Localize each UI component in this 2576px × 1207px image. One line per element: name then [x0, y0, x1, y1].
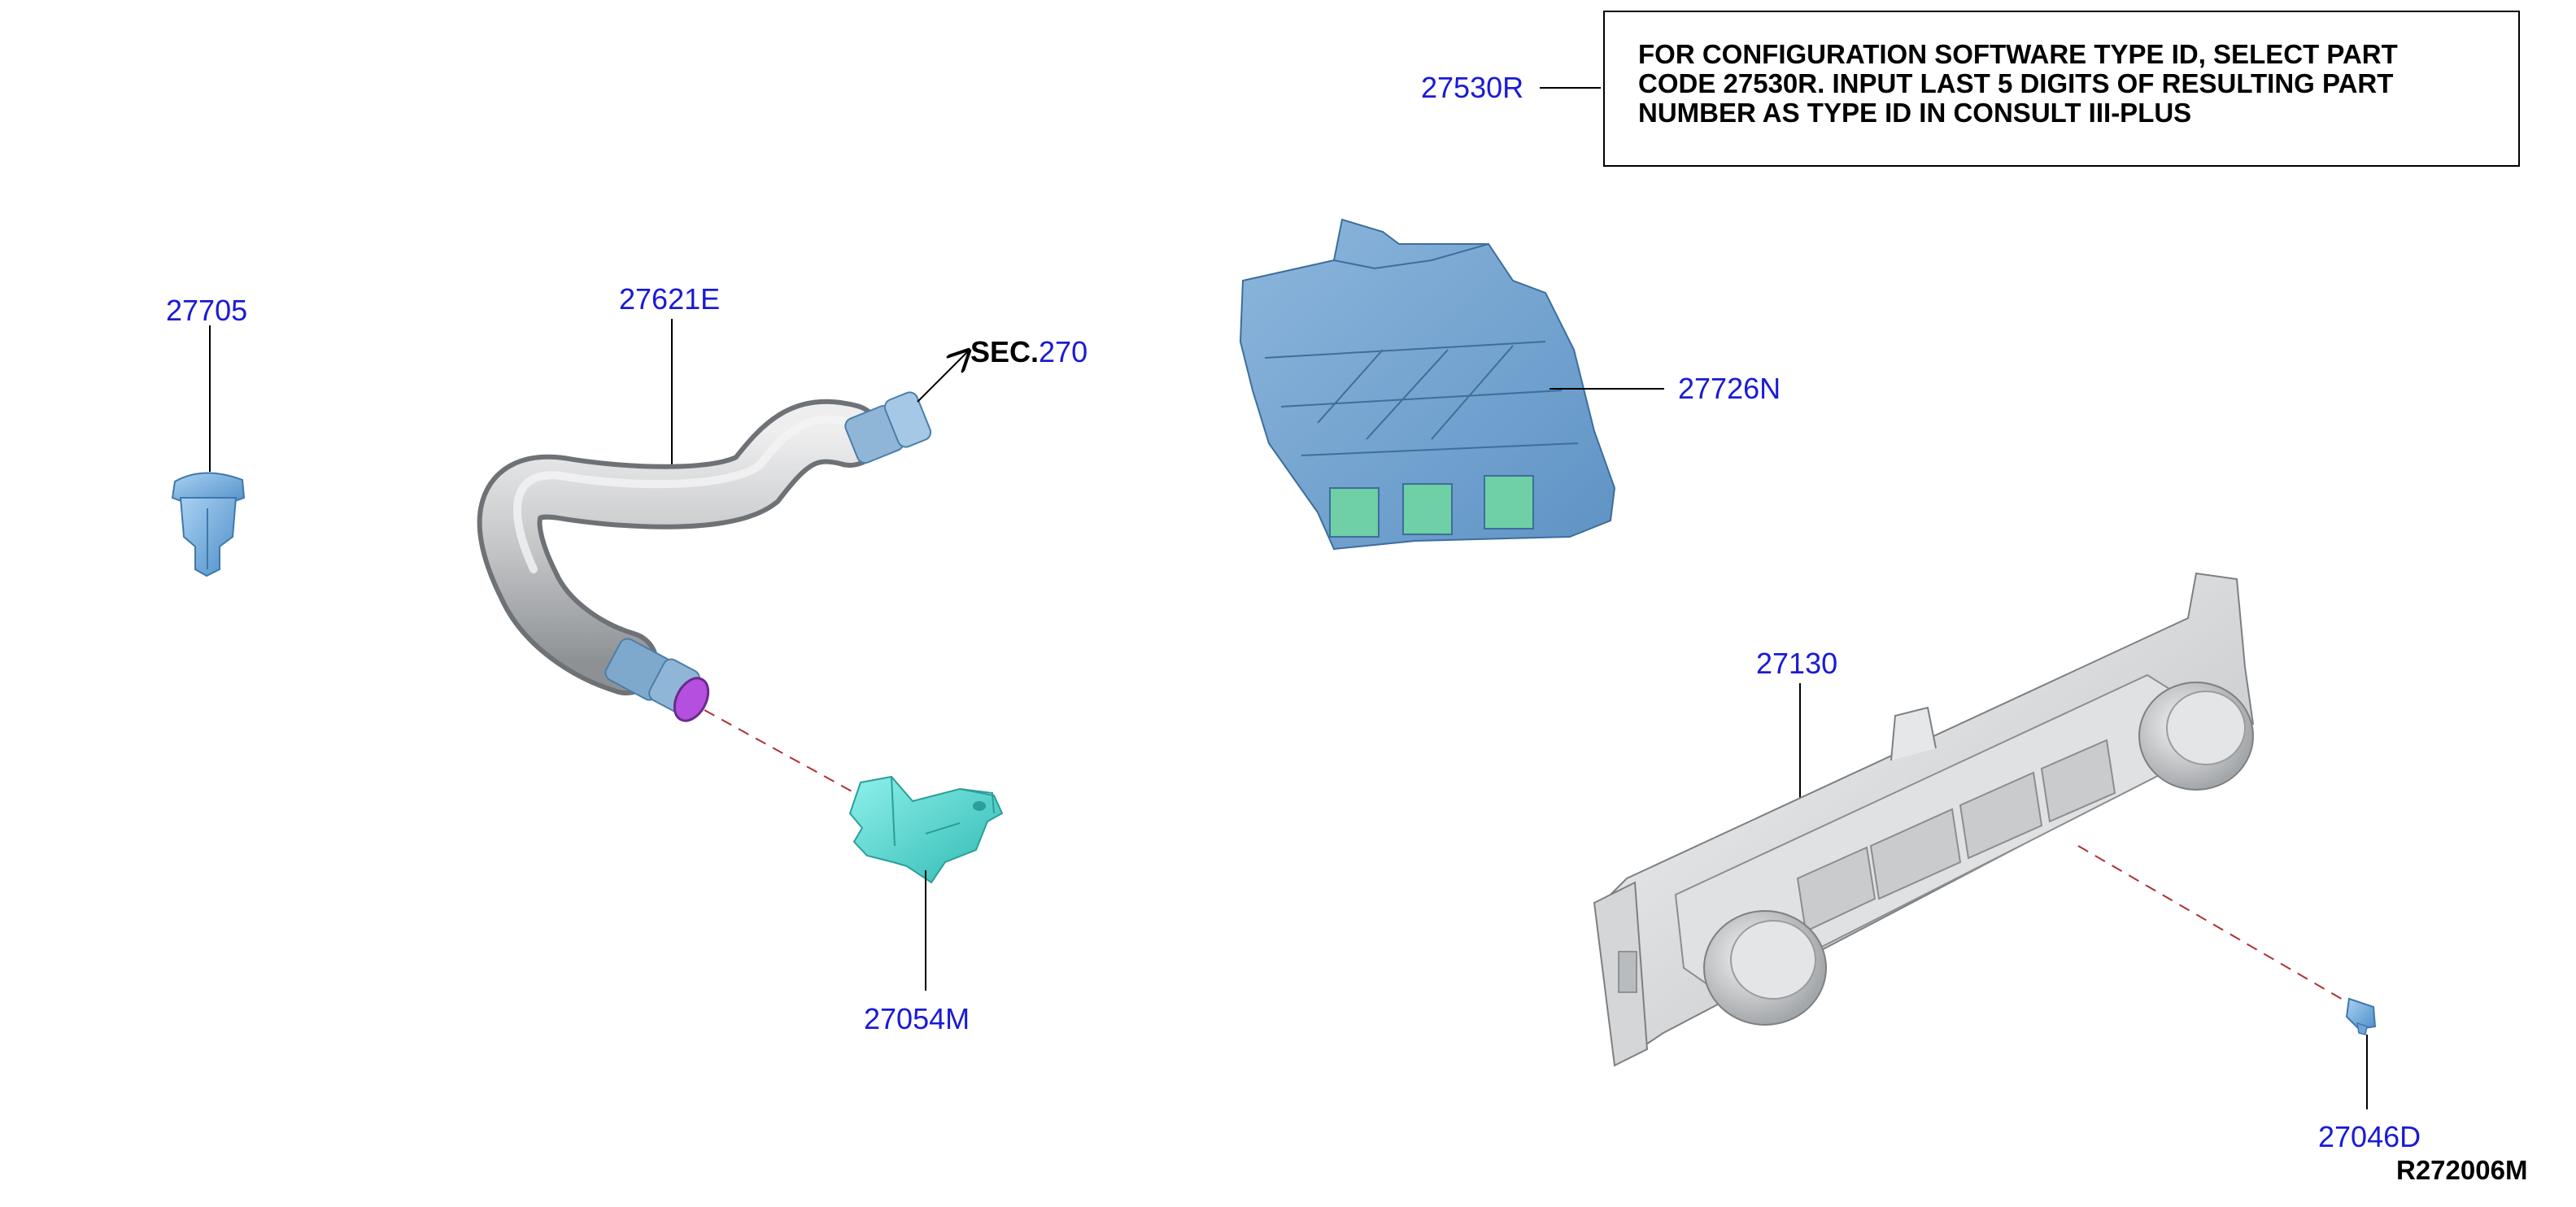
callout-27130[interactable]: 27130 — [1756, 647, 1837, 680]
clip-27705 — [171, 325, 246, 577]
sensor-27054M — [848, 775, 1004, 991]
aspirator-hose-27621E — [477, 319, 932, 798]
panel-knob-left — [1703, 910, 1827, 1026]
panel-buttons — [1796, 739, 2116, 933]
note-line-3: NUMBER AS TYPE ID IN CONSULT III-PLUS — [1638, 98, 2191, 128]
section-number: 270 — [1039, 335, 1087, 368]
note-box: FOR CONFIGURATION SOFTWARE TYPE ID, SELE… — [1603, 11, 2520, 167]
hose-lower-connector — [604, 638, 710, 722]
control-module-27726N — [1239, 218, 1664, 551]
callout-27054M[interactable]: 27054M — [864, 1002, 970, 1035]
callout-27705[interactable]: 27705 — [166, 294, 247, 327]
callout-27621E[interactable]: 27621E — [619, 282, 720, 316]
section-reference[interactable]: SEC.270 — [917, 335, 1087, 403]
svg-text:SEC.270: SEC.270 — [970, 335, 1087, 368]
diagram-id: R272006M — [2396, 1155, 2527, 1185]
note-line-1: FOR CONFIGURATION SOFTWARE TYPE ID, SELE… — [1638, 39, 2398, 69]
hose-port-ring — [673, 677, 710, 722]
callout-27530R[interactable]: 27530R — [1421, 71, 1601, 104]
callout-27046D[interactable]: 27046D — [2318, 1120, 2421, 1153]
callout-27726N[interactable]: 27726N — [1678, 372, 1781, 405]
screw-27046D — [2345, 997, 2377, 1109]
svg-text:27530R: 27530R — [1421, 71, 1523, 104]
panel-knob-right — [2138, 682, 2254, 791]
section-prefix: SEC. — [970, 335, 1039, 368]
note-line-2: CODE 27530R. INPUT LAST 5 DIGITS OF RESU… — [1638, 68, 2393, 98]
ac-control-panel-27130 — [1593, 572, 2345, 1067]
hose-upper-connector — [844, 391, 932, 464]
